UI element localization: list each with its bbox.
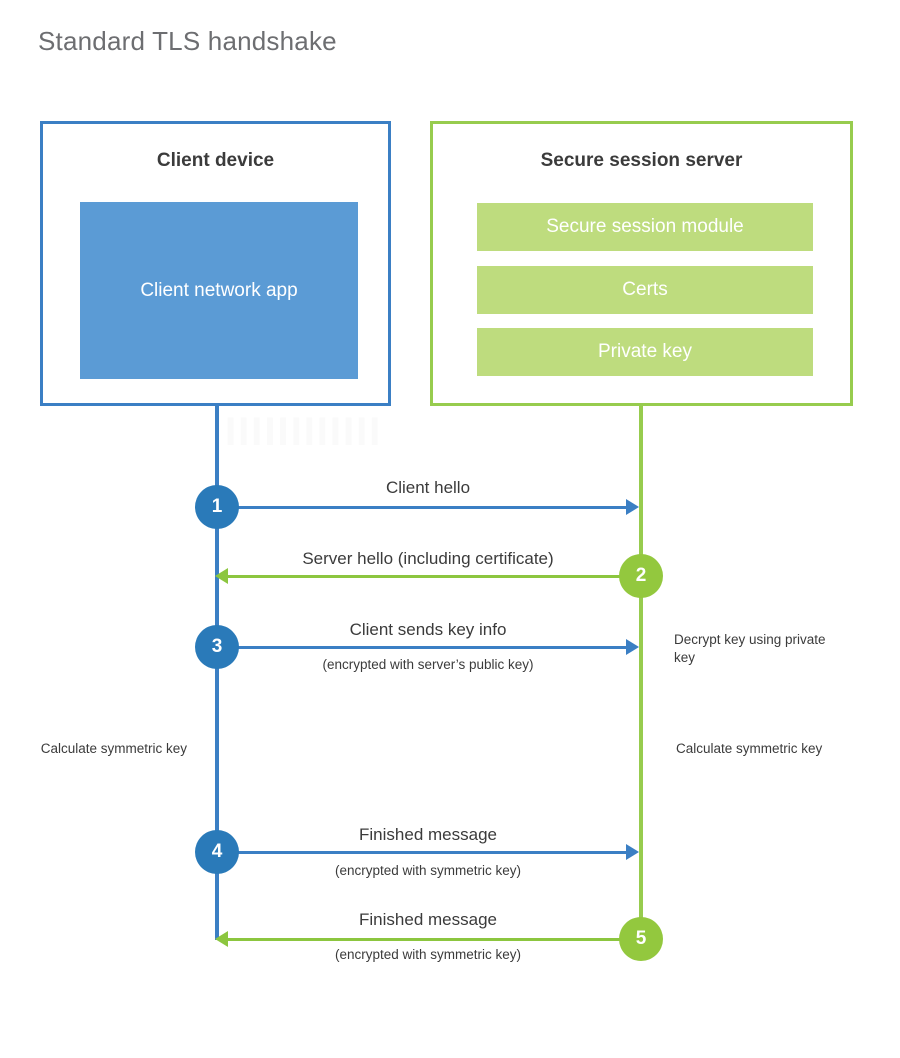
- step-5-label-sub-wrap: (encrypted with symmetric key): [217, 947, 639, 963]
- secure-session-server-box: Secure session server Secure session mod…: [430, 121, 853, 406]
- step-5-arrow-head-icon: [215, 931, 228, 947]
- step-2-arrow-head-icon: [215, 568, 228, 584]
- step-1-marker: 1: [195, 485, 239, 529]
- server-block-certs: Certs: [477, 266, 813, 314]
- step-5-label-primary-wrap: Finished message: [217, 910, 639, 930]
- step-2-label: Server hello (including certificate): [217, 549, 639, 569]
- step-3-marker: 3: [195, 625, 239, 669]
- background-watermark: IIIIIIIIIIII: [225, 410, 383, 454]
- step-1-label-primary: Client hello: [385, 478, 471, 497]
- step-4-label-sub: (encrypted with symmetric key): [334, 863, 522, 878]
- step-4-label-primary: Finished message: [359, 825, 497, 844]
- step-2-arrow-line: [224, 575, 636, 578]
- step-3-label-primary: Client sends key info: [349, 620, 507, 639]
- server-block-private-key: Private key: [477, 328, 813, 376]
- step-4-label-sub-wrap: (encrypted with symmetric key): [217, 863, 639, 879]
- step-1-label: Client hello: [217, 478, 639, 498]
- note-calculate-symmetric-key-client: Calculate symmetric key: [40, 741, 187, 756]
- step-1-arrow-head-icon: [626, 499, 639, 515]
- step-5-arrow-line: [224, 938, 636, 941]
- client-network-app-block: Client network app: [80, 202, 358, 379]
- step-4-arrow-line: [217, 851, 632, 854]
- step-4-arrow-head-icon: [626, 844, 639, 860]
- secure-session-server-title: Secure session server: [540, 150, 743, 171]
- step-5-marker: 5: [619, 917, 663, 961]
- step-2-marker: 2: [619, 554, 663, 598]
- client-lifeline: [215, 406, 219, 940]
- step-1-arrow-line: [217, 506, 632, 509]
- note-calculate-symmetric-key-server: Calculate symmetric key: [676, 741, 823, 756]
- step-2-label-primary: Server hello (including certificate): [302, 549, 554, 568]
- server-lifeline: [639, 406, 643, 940]
- client-device-title: Client device: [156, 150, 275, 171]
- step-4-label-primary-wrap: Finished message: [217, 825, 639, 845]
- step-3-arrow-line: [217, 646, 632, 649]
- step-5-label-primary: Finished message: [359, 910, 497, 929]
- client-device-box: Client device Client network app: [40, 121, 391, 406]
- note-decrypt-key: Decrypt key using private key: [674, 632, 826, 665]
- step-3-label-sub: (encrypted with server’s public key): [322, 657, 534, 672]
- step-3-arrow-head-icon: [626, 639, 639, 655]
- step-5-label-sub: (encrypted with symmetric key): [334, 947, 522, 962]
- step-4-marker: 4: [195, 830, 239, 874]
- page-title: Standard TLS handshake: [38, 26, 337, 56]
- step-3-label-sub-wrap: (encrypted with server’s public key): [217, 657, 639, 673]
- server-block-secure-session-module: Secure session module: [477, 203, 813, 251]
- step-3-label-primary-wrap: Client sends key info: [217, 620, 639, 640]
